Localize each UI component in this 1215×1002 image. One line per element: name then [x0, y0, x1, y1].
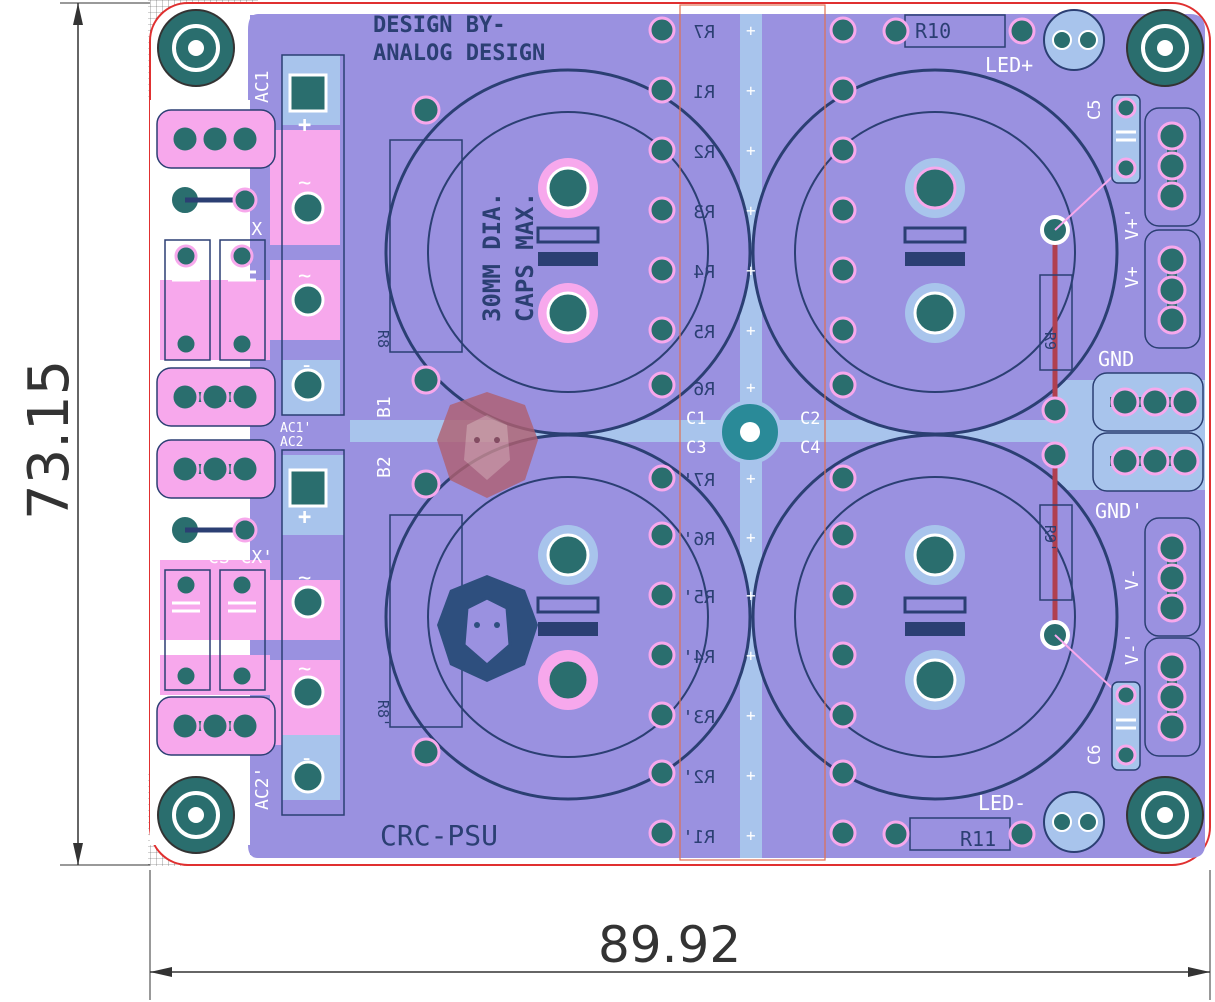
minus-b2: -	[300, 746, 313, 771]
resistor-plus-mark: +	[746, 201, 756, 220]
resistor-plus-mark: +	[746, 21, 756, 40]
label-ac1: AC1	[252, 70, 273, 103]
label-r10: R10	[915, 19, 951, 43]
caps-note-1: 30MM DIA.	[478, 192, 506, 322]
resistor-label-top-3: R3	[693, 202, 715, 223]
resistor-labels: R7 + R1 + R2 + R3 + R4 + R5 + R6 + R7' + R6' + R5' + R4' + R3'…	[682, 21, 755, 848]
label-c5: C5	[1085, 100, 1105, 120]
connector-mid-1	[170, 382, 260, 412]
bridge-b1	[281, 54, 345, 416]
resistor-label-bottom-0: R7'	[682, 470, 715, 491]
connector-ac1	[170, 124, 260, 154]
plus-b2: +	[298, 505, 311, 530]
mount-hole-tl	[157, 9, 235, 87]
label-r8: R8	[374, 330, 392, 348]
mount-hole-br	[1126, 776, 1204, 854]
tilde-b1-2: ~	[298, 264, 311, 289]
label-r9-prime: R9'	[1041, 525, 1059, 552]
label-ac1-prime: AC1'	[280, 421, 311, 436]
resistor-plus-mark: +	[746, 646, 756, 665]
resistor-label-bottom-5: R2'	[682, 767, 715, 788]
tilde-b1-1: ~	[298, 171, 311, 196]
resistor-plus-mark: +	[746, 528, 756, 547]
label-r11: R11	[960, 827, 996, 851]
label-c4: C4	[800, 438, 820, 458]
resistor-label-bottom-3: R4'	[682, 647, 715, 668]
connector-gnd	[1092, 372, 1204, 492]
label-rs-prime: RS'	[208, 502, 241, 523]
label-c1: C1	[686, 409, 706, 429]
label-v-plus-prime: V+'	[1122, 207, 1143, 240]
label-led-minus: LED-	[978, 791, 1026, 815]
resistor-plus-mark: +	[746, 321, 756, 340]
resistor-label-top-5: R5	[693, 322, 715, 343]
resistor-label-top-4: R4	[693, 262, 715, 283]
resistor-label-top-6: R6	[693, 379, 715, 400]
resistor-pads-right	[829, 16, 857, 847]
label-c2: C2	[800, 409, 820, 429]
resistor-pads-left	[648, 16, 676, 847]
label-v-minus: V-	[1122, 568, 1143, 590]
connector-ac2	[170, 711, 260, 741]
led-minus	[1043, 791, 1105, 853]
lion-logo-blue	[437, 575, 538, 682]
cap-cs-prime	[172, 573, 256, 688]
board-name: CRC-PSU	[380, 819, 498, 852]
led-plus	[1043, 9, 1105, 71]
resistor-plus-mark: +	[746, 141, 756, 160]
minus-b1: -	[300, 353, 313, 378]
connector-v-minus	[1144, 517, 1201, 757]
title-line-2: ANALOG DESIGN	[373, 41, 545, 66]
label-gnd-prime: GND'	[1095, 499, 1143, 523]
tilde-b2-1: ~	[298, 566, 311, 591]
label-cs-cx: CS CX	[208, 219, 262, 240]
title-line-1: DESIGN BY-	[373, 13, 505, 38]
mount-hole-tr	[1126, 9, 1204, 87]
resistor-label-top-0: R7	[693, 22, 715, 43]
plus-b1: +	[298, 113, 311, 138]
label-c6: C6	[1085, 745, 1105, 765]
resistor-plus-mark: +	[746, 766, 756, 785]
mount-hole-bl	[157, 776, 235, 854]
tilde-b2-2: ~	[298, 657, 311, 682]
connector-mid-2	[170, 454, 260, 484]
lion-logo-red	[437, 392, 538, 498]
connector-v-plus	[1144, 107, 1201, 349]
label-r9: R9	[1041, 332, 1059, 350]
label-c3: C3	[686, 438, 706, 458]
capacitor-c2	[751, 68, 1119, 436]
resistor-plus-mark: +	[746, 378, 756, 397]
resistor-label-bottom-2: R5'	[682, 587, 715, 608]
label-cs-cx-prime: CS'CX'	[208, 547, 273, 568]
label-b2: B2	[374, 456, 395, 478]
label-b1: B1	[374, 396, 395, 418]
label-gnd: GND	[1098, 347, 1134, 371]
label-v-plus: V+	[1122, 266, 1143, 288]
resistor-label-bottom-1: R6'	[682, 529, 715, 550]
label-v-minus-prime: V-'	[1122, 632, 1143, 665]
resistor-plus-mark: +	[746, 586, 756, 605]
dimension-height: 73.15	[17, 360, 82, 520]
label-led-plus: LED+	[985, 53, 1033, 77]
dimension-width: 89.92	[598, 916, 741, 974]
resistor-label-bottom-6: R1'	[682, 827, 715, 848]
resistor-plus-mark: +	[746, 81, 756, 100]
resistor-plus-mark: +	[746, 261, 756, 280]
label-rs: RS	[208, 174, 230, 195]
resistor-label-top-2: R2	[693, 142, 715, 163]
label-r8-prime: R8'	[374, 700, 392, 727]
resistor-plus-mark: +	[746, 706, 756, 725]
resistor-plus-mark: +	[746, 469, 756, 488]
resistor-label-bottom-4: R3'	[682, 707, 715, 728]
resistor-label-top-1: R1	[693, 82, 715, 103]
capacitor-c4	[751, 433, 1119, 801]
bridge-b2	[281, 449, 345, 816]
label-ac2-mid: AC2	[280, 435, 303, 450]
resistor-plus-mark: +	[746, 826, 756, 845]
caps-note-2: CAPS MAX.	[511, 192, 539, 322]
label-ac2-bottom: AC2'	[252, 767, 273, 810]
cap-cs	[172, 244, 256, 356]
